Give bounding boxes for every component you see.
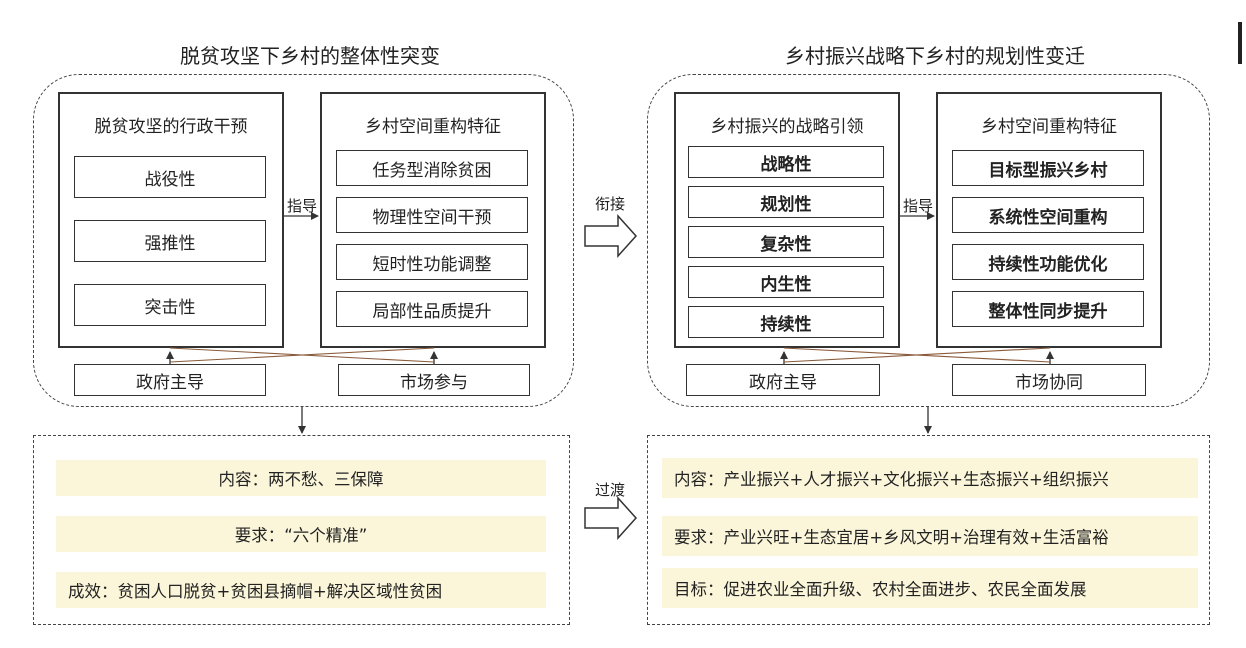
right-feature-item: 目标型振兴乡村 <box>952 150 1144 186</box>
hollow-arrow-bottom <box>584 496 638 540</box>
left-feature-panel: 乡村空间重构特征 任务型消除贫困 物理性空间干预 短时性功能调整 局部性品质提升 <box>320 92 546 348</box>
left-feature-item: 短时性功能调整 <box>336 244 528 280</box>
right-strategy-item: 持续性 <box>688 306 884 338</box>
right-feature-item: 整体性同步提升 <box>952 291 1144 327</box>
connect-label-bottom: 过渡 <box>594 481 625 499</box>
left-title: 脱贫攻坚下乡村的整体性突变 <box>180 44 440 68</box>
left-feature-item: 局部性品质提升 <box>336 291 528 327</box>
left-band: 要求：“六个精准” <box>56 516 546 552</box>
left-feature-item: 物理性空间干预 <box>336 197 528 233</box>
right-feature-heading: 乡村空间重构特征 <box>981 117 1117 137</box>
left-feature-item: 任务型消除贫困 <box>336 150 528 186</box>
hollow-arrow-top <box>584 214 638 258</box>
right-strategy-item: 复杂性 <box>688 226 884 258</box>
left-admin-item: 战役性 <box>74 156 266 198</box>
left-band: 内容：两不愁、三保障 <box>56 460 546 496</box>
left-top-group <box>33 74 574 407</box>
left-bottom-group <box>33 435 570 625</box>
right-guide-label: 指导 <box>902 197 933 215</box>
left-admin-item: 强推性 <box>74 220 266 262</box>
left-guide-label: 指导 <box>286 197 317 215</box>
right-title: 乡村振兴战略下乡村的规划性变迁 <box>785 44 1085 68</box>
right-strategy-item: 规划性 <box>688 186 884 218</box>
right-strategy-item: 战略性 <box>688 146 884 178</box>
left-admin-heading: 脱贫攻坚的行政干预 <box>94 117 248 137</box>
right-footer-gov: 政府主导 <box>686 364 880 396</box>
right-feature-item: 系统性空间重构 <box>952 197 1144 233</box>
right-bottom-group <box>647 435 1210 625</box>
right-strategy-heading: 乡村振兴的战略引领 <box>710 117 864 137</box>
right-feature-panel: 乡村空间重构特征 目标型振兴乡村 系统性空间重构 持续性功能优化 整体性同步提升 <box>936 92 1162 348</box>
left-feature-heading: 乡村空间重构特征 <box>365 117 501 137</box>
right-feature-item: 持续性功能优化 <box>952 244 1144 280</box>
connect-label-top: 衔接 <box>594 195 625 213</box>
left-footer-gov: 政府主导 <box>74 364 266 396</box>
right-band: 目标：促进农业全面升级、农村全面进步、农民全面发展 <box>662 568 1198 608</box>
left-band: 成效：贫困人口脱贫+贫困县摘帽+解决区域性贫困 <box>56 572 546 608</box>
left-footer-market: 市场参与 <box>338 364 530 396</box>
right-band: 内容：产业振兴+人才振兴+文化振兴+生态振兴+组织振兴 <box>662 458 1198 498</box>
left-admin-item: 突击性 <box>74 284 266 326</box>
right-top-group <box>647 74 1210 407</box>
right-footer-market: 市场协同 <box>952 364 1146 396</box>
right-strategy-item: 内生性 <box>688 266 884 298</box>
right-strategy-panel: 乡村振兴的战略引领 战略性 规划性 复杂性 内生性 持续性 <box>674 92 900 348</box>
left-admin-panel: 脱贫攻坚的行政干预 战役性 强推性 突击性 <box>58 92 284 348</box>
right-band: 要求：产业兴旺+生态宜居+乡风文明+治理有效+生活富裕 <box>662 516 1198 556</box>
